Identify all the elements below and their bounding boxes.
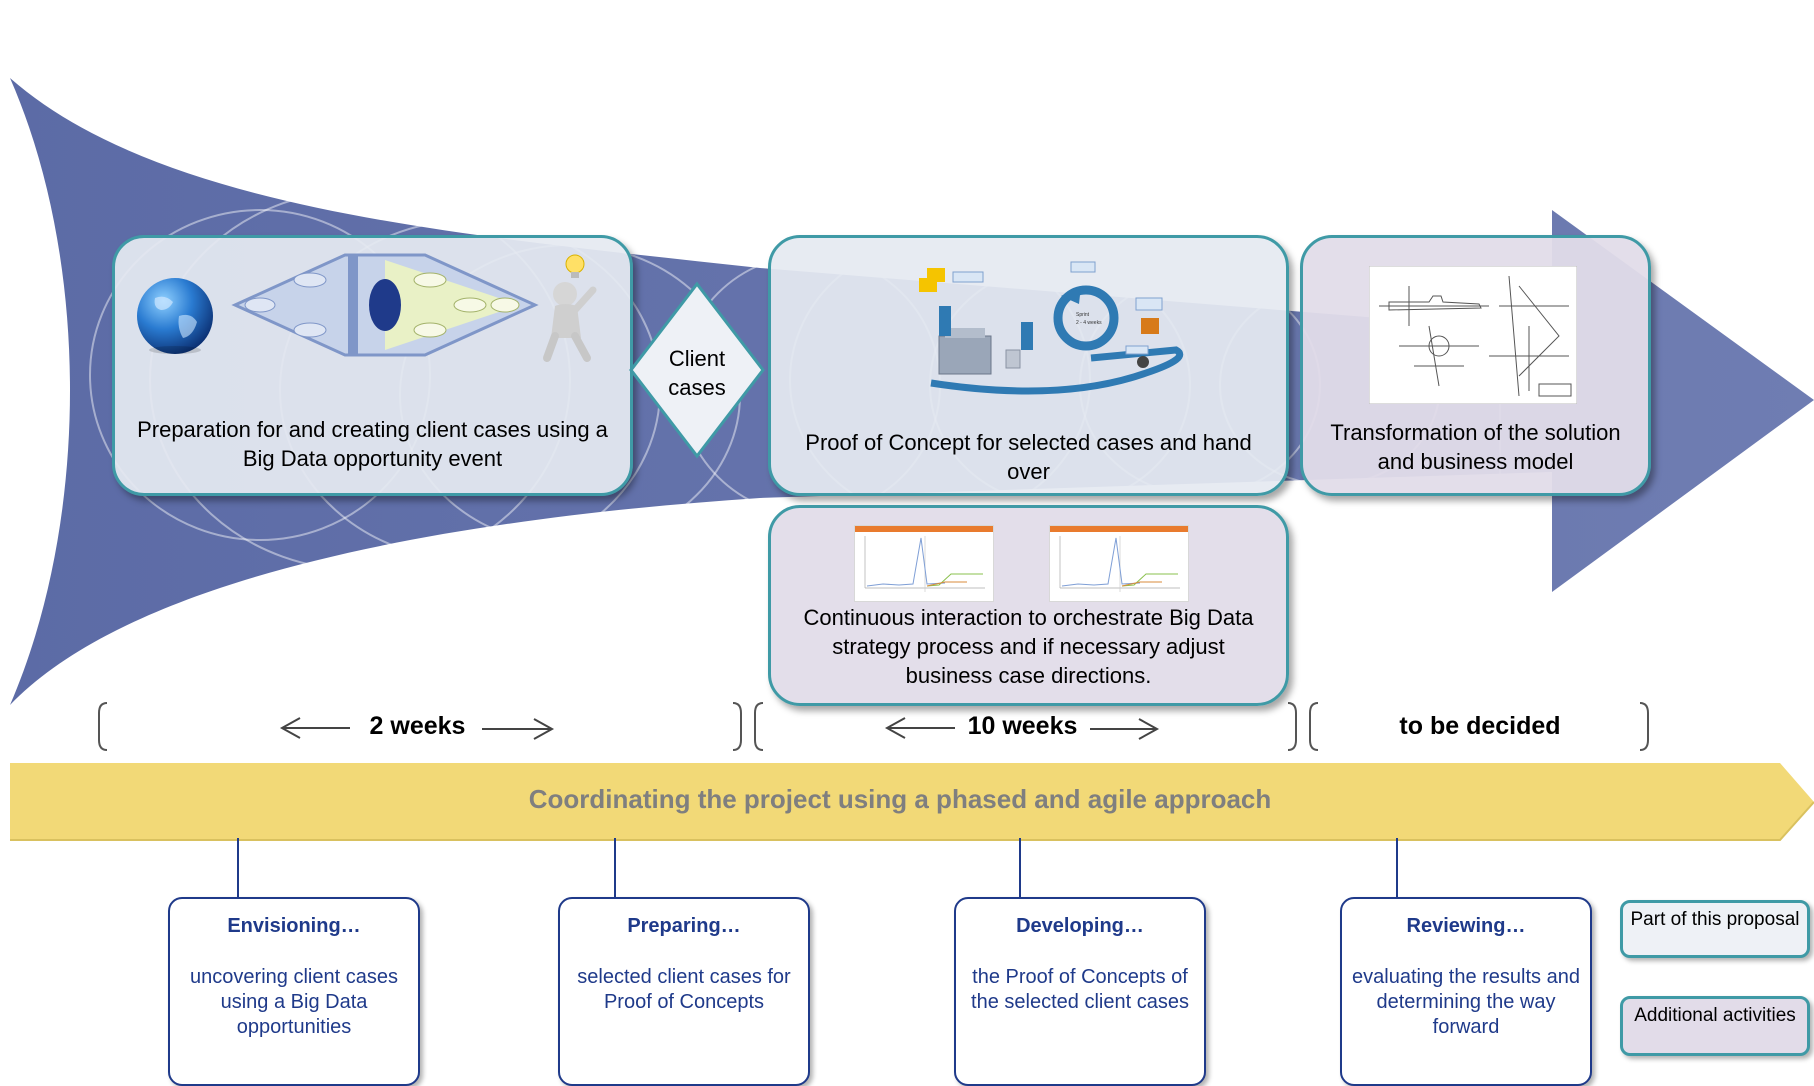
preparation-text: Preparation for and creating client case…	[137, 417, 608, 471]
duration-brackets	[98, 702, 1649, 751]
phase-description: selected client cases for Proof of Conce…	[577, 966, 791, 1013]
phase-reviewing: Reviewing… evaluating the results and de…	[1340, 897, 1592, 1086]
idea-figure-icon	[543, 254, 597, 362]
globe-icon	[137, 278, 213, 354]
phase-title: Envisioning…	[227, 915, 361, 937]
continuous-interaction-card: Continuous interaction to orchestrate Bi…	[768, 505, 1289, 706]
continuous-interaction-text: Continuous interaction to orchestrate Bi…	[803, 605, 1254, 688]
phase-description: evaluating the results and determining t…	[1352, 966, 1580, 1038]
coordination-banner: Coordinating the project using a phased …	[528, 784, 1272, 814]
preparation-card: Preparation for and creating client case…	[112, 235, 633, 496]
legend-additional-activities: Additional activities	[1620, 996, 1810, 1056]
transformation-text: Transformation of the solution and busin…	[1330, 420, 1621, 474]
transformation-card: Transformation of the solution and busin…	[1300, 235, 1651, 496]
phase-envisioning: Envisioning… uncovering client cases usi…	[168, 897, 420, 1086]
proof-of-concept-text: Proof of Concept for selected cases and …	[805, 430, 1252, 484]
phase-title: Preparing…	[627, 915, 741, 937]
digitalization-diagram	[231, 253, 539, 357]
phase-connector	[614, 838, 616, 898]
phase-connector	[1019, 838, 1021, 898]
phase-developing: Developing… the Proof of Concepts of the…	[954, 897, 1206, 1086]
duration-to-be-decided: to be decided	[1399, 712, 1561, 740]
phase-connector	[237, 838, 239, 898]
phase-connector	[1396, 838, 1398, 898]
mini-chart-1	[854, 525, 994, 602]
agile-sprint-diagram: Sprint 2 - 4 weeks	[919, 261, 1184, 395]
phase-description: the Proof of Concepts of the selected cl…	[971, 966, 1189, 1013]
duration-arrows	[279, 717, 1160, 740]
mini-chart-2	[1049, 525, 1189, 602]
svg-text:Sprint: Sprint	[1076, 312, 1090, 318]
phase-title: Developing…	[1016, 915, 1144, 937]
aircraft-blueprint-icon	[1369, 266, 1577, 404]
phase-description: uncovering client cases using a Big Data…	[190, 966, 398, 1038]
svg-text:2 - 4 weeks: 2 - 4 weeks	[1076, 320, 1102, 326]
phase-preparing: Preparing… selected client cases for Pro…	[558, 897, 810, 1086]
client-cases-label: Client cases	[668, 346, 726, 400]
client-cases-diamond	[629, 281, 765, 459]
duration-10-weeks: 10 weeks	[967, 712, 1078, 740]
duration-2-weeks: 2 weeks	[369, 712, 466, 740]
banner-arrow	[10, 763, 1814, 840]
proof-of-concept-card: Sprint 2 - 4 weeks Proof of Concept for …	[768, 235, 1289, 496]
phase-title: Reviewing…	[1406, 915, 1526, 937]
legend-part-of-proposal: Part of this proposal	[1620, 900, 1810, 958]
